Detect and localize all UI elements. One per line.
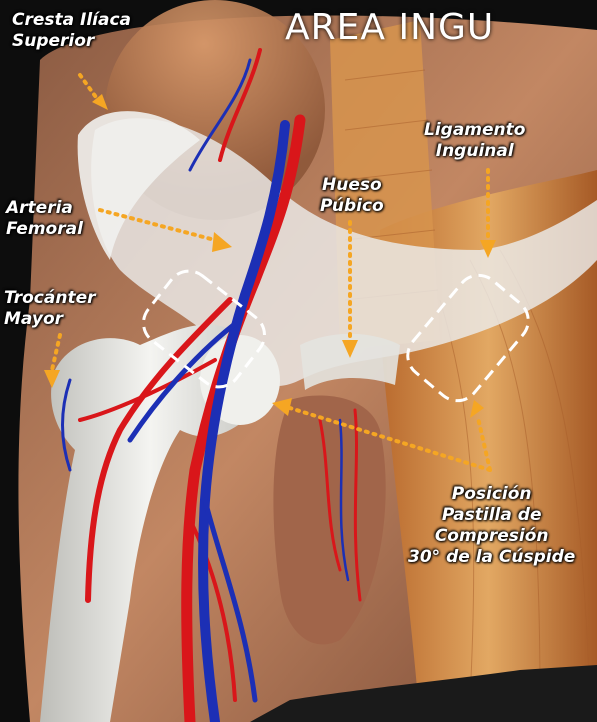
label-line: Trocánter bbox=[4, 288, 95, 309]
label-line: 30° de la Cúspide bbox=[408, 547, 575, 568]
label-line: Femoral bbox=[6, 219, 83, 240]
label-line: Arteria bbox=[6, 198, 83, 219]
label-arteria-femoral: Arteria Femoral bbox=[6, 198, 83, 240]
label-line: Cresta Ilíaca bbox=[12, 10, 131, 31]
label-line: Mayor bbox=[4, 309, 95, 330]
label-line: Inguinal bbox=[424, 141, 525, 162]
label-hueso-pubico: Hueso Púbico bbox=[320, 175, 384, 217]
label-line: Púbico bbox=[320, 196, 384, 217]
page-title: AREA INGU bbox=[285, 8, 494, 48]
label-line: Pastilla de bbox=[408, 505, 575, 526]
label-cresta-iliaca: Cresta Ilíaca Superior bbox=[12, 10, 131, 52]
label-line: Ligamento bbox=[424, 120, 525, 141]
label-line: Hueso bbox=[320, 175, 384, 196]
label-line: Compresión bbox=[408, 526, 575, 547]
label-posicion-pastilla: Posición Pastilla de Compresión 30° de l… bbox=[408, 484, 575, 568]
label-ligamento-inguinal: Ligamento Inguinal bbox=[424, 120, 525, 162]
label-line: Superior bbox=[12, 31, 131, 52]
label-line: Posición bbox=[408, 484, 575, 505]
label-trocanter-mayor: Trocánter Mayor bbox=[4, 288, 95, 330]
